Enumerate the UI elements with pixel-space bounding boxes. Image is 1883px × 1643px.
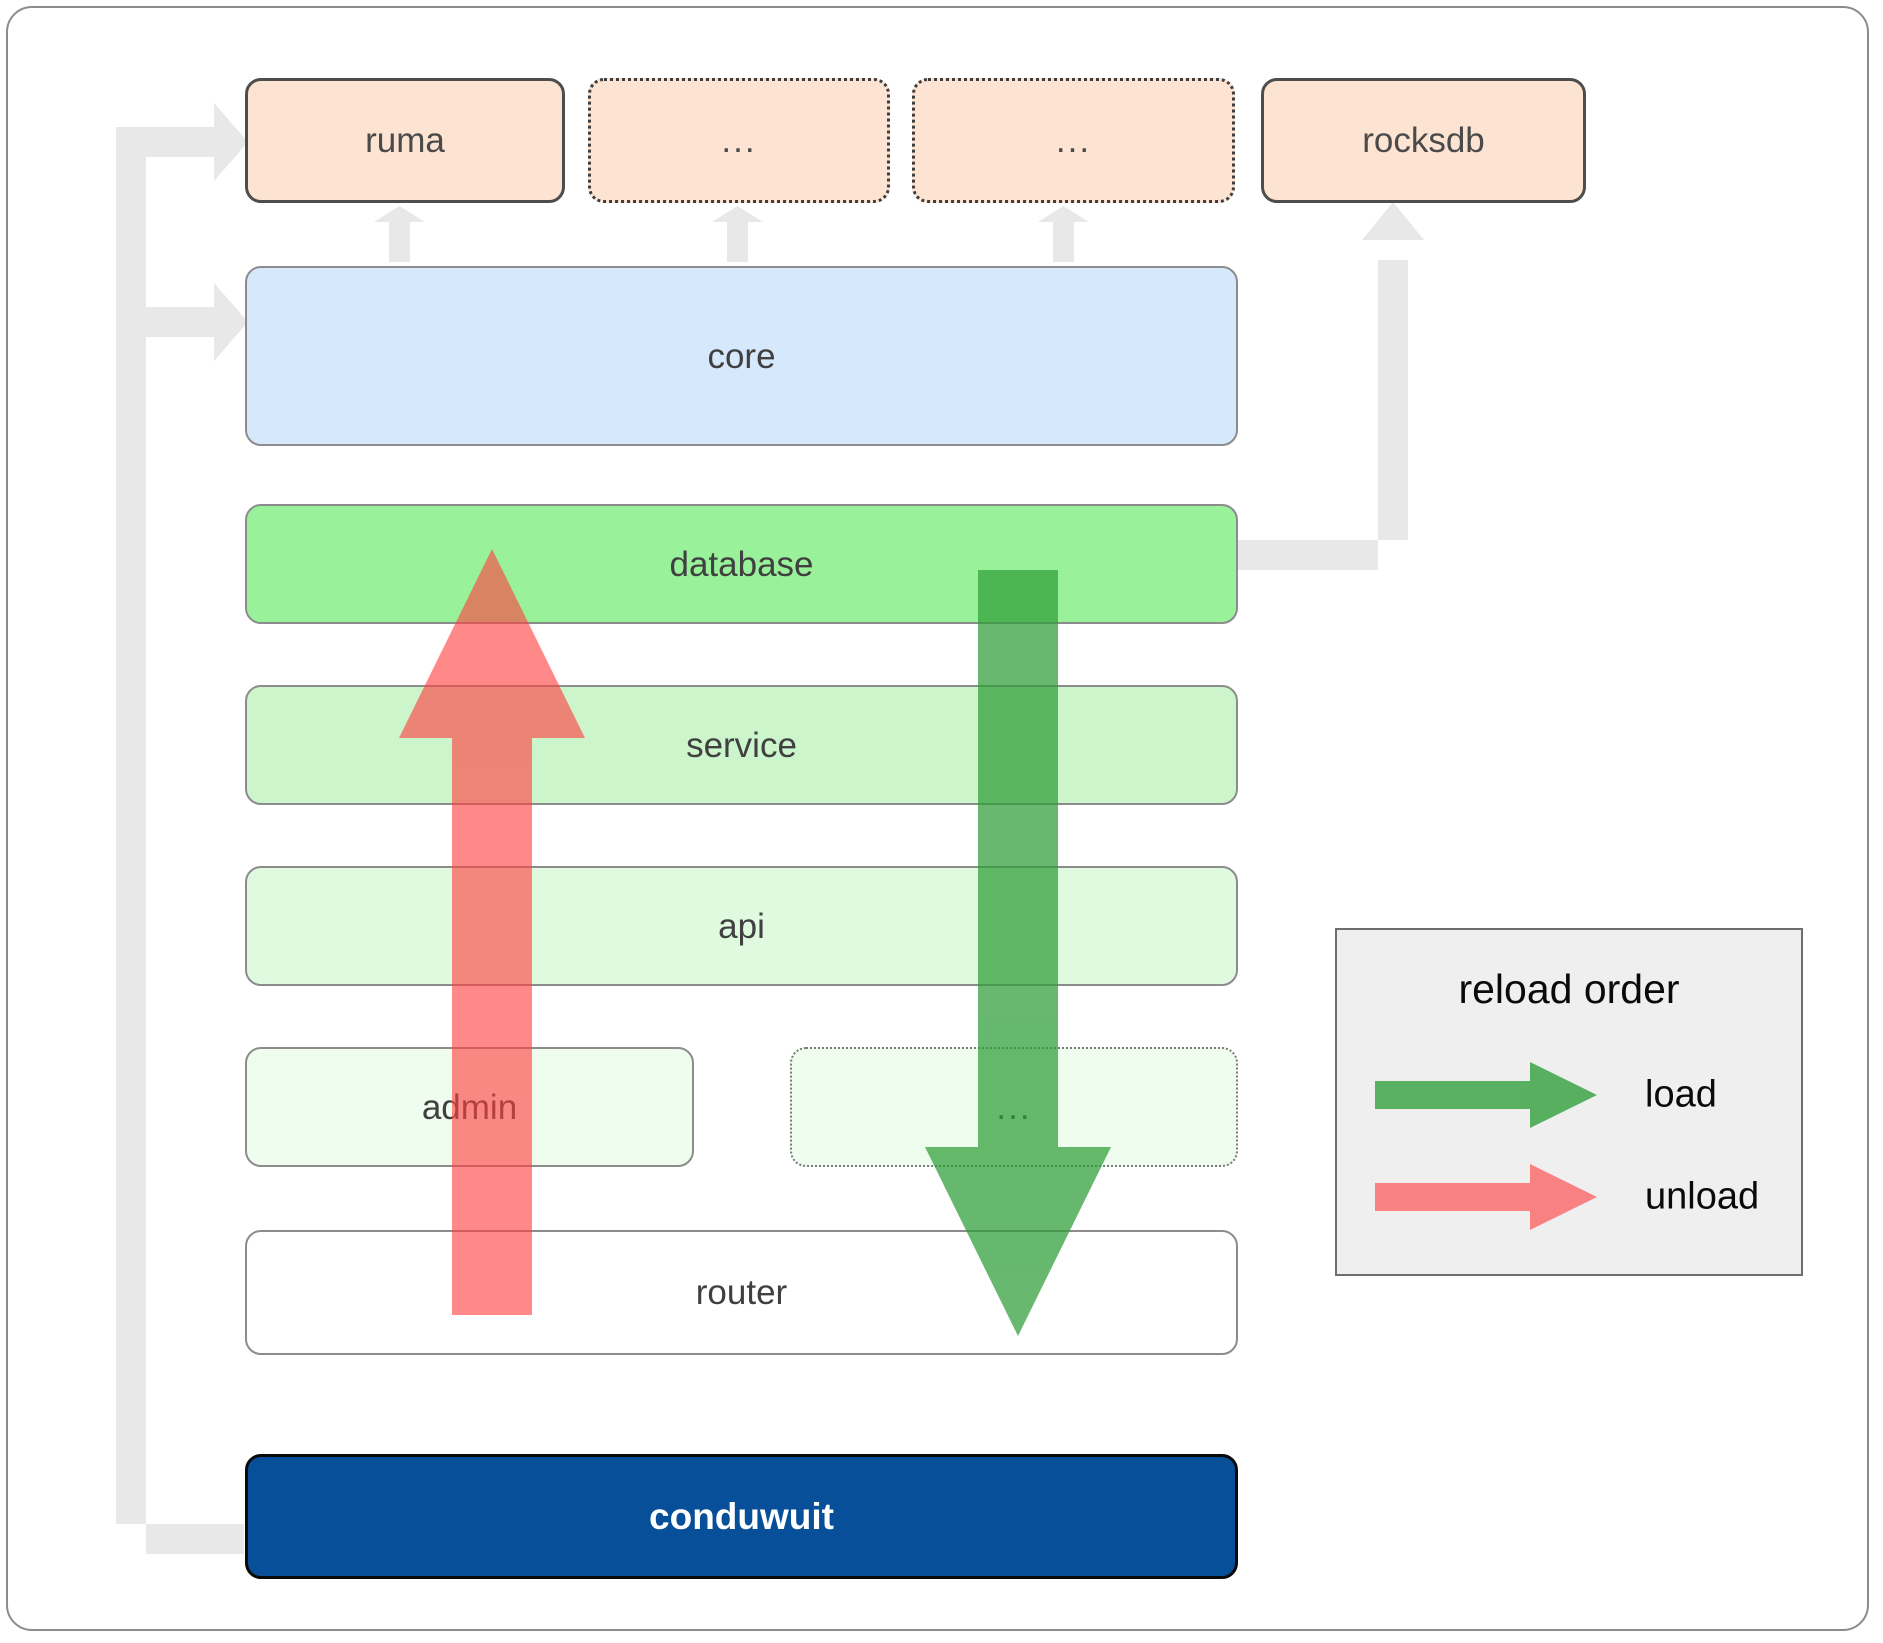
diagram-outer-frame: [6, 6, 1869, 1631]
layer-box-api[interactable]: api: [245, 866, 1238, 986]
legend-unload-arrow-icon: [1375, 1164, 1597, 1230]
legend-label-unload: unload: [1645, 1175, 1760, 1218]
layer-label-core: core: [707, 336, 776, 376]
layer-box-admin[interactable]: admin: [245, 1047, 694, 1167]
layer-box-core[interactable]: core: [245, 266, 1238, 446]
layer-label-admin: admin: [421, 1087, 518, 1127]
layer-label-etc: ...: [996, 1087, 1032, 1127]
layer-box-router[interactable]: router: [245, 1230, 1238, 1355]
dependency-box-etc-2[interactable]: ...: [912, 78, 1235, 203]
layer-label-router: router: [695, 1273, 788, 1312]
legend-row-load: load: [1337, 1050, 1801, 1140]
dependency-label-etc-1: ...: [721, 121, 757, 160]
layer-box-etc[interactable]: ...: [790, 1047, 1238, 1167]
dependency-box-rocksdb[interactable]: rocksdb: [1261, 78, 1586, 203]
legend-label-load: load: [1645, 1073, 1717, 1116]
layer-box-service[interactable]: service: [245, 685, 1238, 805]
dependency-box-ruma[interactable]: ruma: [245, 78, 565, 203]
dependency-box-etc-1[interactable]: ...: [588, 78, 890, 203]
legend-row-unload: unload: [1337, 1152, 1801, 1242]
layer-label-database: database: [669, 544, 814, 584]
layer-box-database[interactable]: database: [245, 504, 1238, 624]
legend-title: reload order: [1458, 966, 1680, 1012]
dependency-label-rocksdb: rocksdb: [1362, 121, 1485, 160]
legend-load-arrow-icon: [1375, 1062, 1597, 1128]
legend-panel: reload order load unload: [1335, 928, 1803, 1276]
root-label-conduwuit: conduwuit: [649, 1496, 834, 1537]
dependency-label-ruma: ruma: [365, 121, 445, 160]
root-box-conduwuit[interactable]: conduwuit: [245, 1454, 1238, 1579]
layer-label-api: api: [718, 906, 765, 946]
layer-label-service: service: [686, 725, 797, 765]
dependency-label-etc-2: ...: [1055, 121, 1092, 160]
